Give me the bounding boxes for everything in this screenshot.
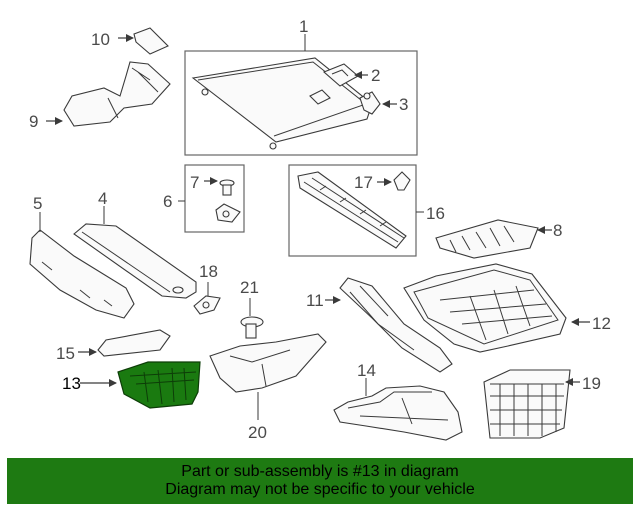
part-16-group-box [288,164,424,257]
part-19-basket[interactable] [483,369,580,439]
callout-1: 1 [299,17,308,36]
banner-line-2: Diagram may not be specific to your vehi… [165,481,475,498]
part-6-group-box [178,164,245,233]
callout-7: 7 [190,173,199,192]
part-13-highlighted[interactable] [80,361,201,409]
callout-17: 17 [354,173,373,192]
callout-11: 11 [306,291,324,310]
part-18[interactable] [193,282,221,315]
parts-diagram: 1 2 3 4 5 6 7 8 9 10 11 12 13 14 15 16 1… [29,17,611,442]
info-banner: Part or sub-assembly is #13 in diagram D… [7,458,633,504]
banner-line-1: Part or sub-assembly is #13 in diagram [181,463,459,480]
callout-4: 4 [98,189,107,208]
callout-13: 13 [62,374,81,393]
callout-labels: 1 2 3 4 5 6 7 8 9 10 11 12 13 14 15 16 1… [29,17,611,442]
part-16-sill-plate[interactable] [297,171,407,249]
callout-12: 12 [592,314,611,333]
part-6-clip[interactable] [215,203,241,223]
callout-6: 6 [163,192,172,211]
part-9[interactable] [46,61,171,127]
callout-3: 3 [399,95,408,114]
part-10[interactable] [118,27,169,55]
callout-2: 2 [371,66,380,85]
part-8[interactable] [435,219,552,259]
callout-19: 19 [582,374,601,393]
callout-20: 20 [248,423,267,442]
part-11[interactable] [325,277,453,373]
callout-5: 5 [33,194,42,213]
part-5[interactable] [29,212,135,319]
part-1-group-box [184,34,418,156]
callout-15: 15 [56,344,75,363]
part-12-tray[interactable] [403,263,590,353]
part-3-clip[interactable] [359,91,397,115]
part-4[interactable] [73,206,197,299]
callout-16: 16 [426,204,445,223]
part-7-bolt[interactable] [204,177,235,196]
callout-8: 8 [553,221,562,240]
part-21-bolt[interactable] [240,298,264,339]
part-2-handle[interactable] [309,63,368,105]
callout-18: 18 [199,262,218,281]
part-15[interactable] [78,329,171,357]
part-17-clip[interactable] [377,171,411,191]
callout-21: 21 [240,278,259,297]
callout-14: 14 [357,361,376,380]
callout-9: 9 [29,112,38,131]
part-14[interactable] [333,378,463,441]
callout-10: 10 [91,30,110,49]
part-20[interactable] [209,333,327,420]
